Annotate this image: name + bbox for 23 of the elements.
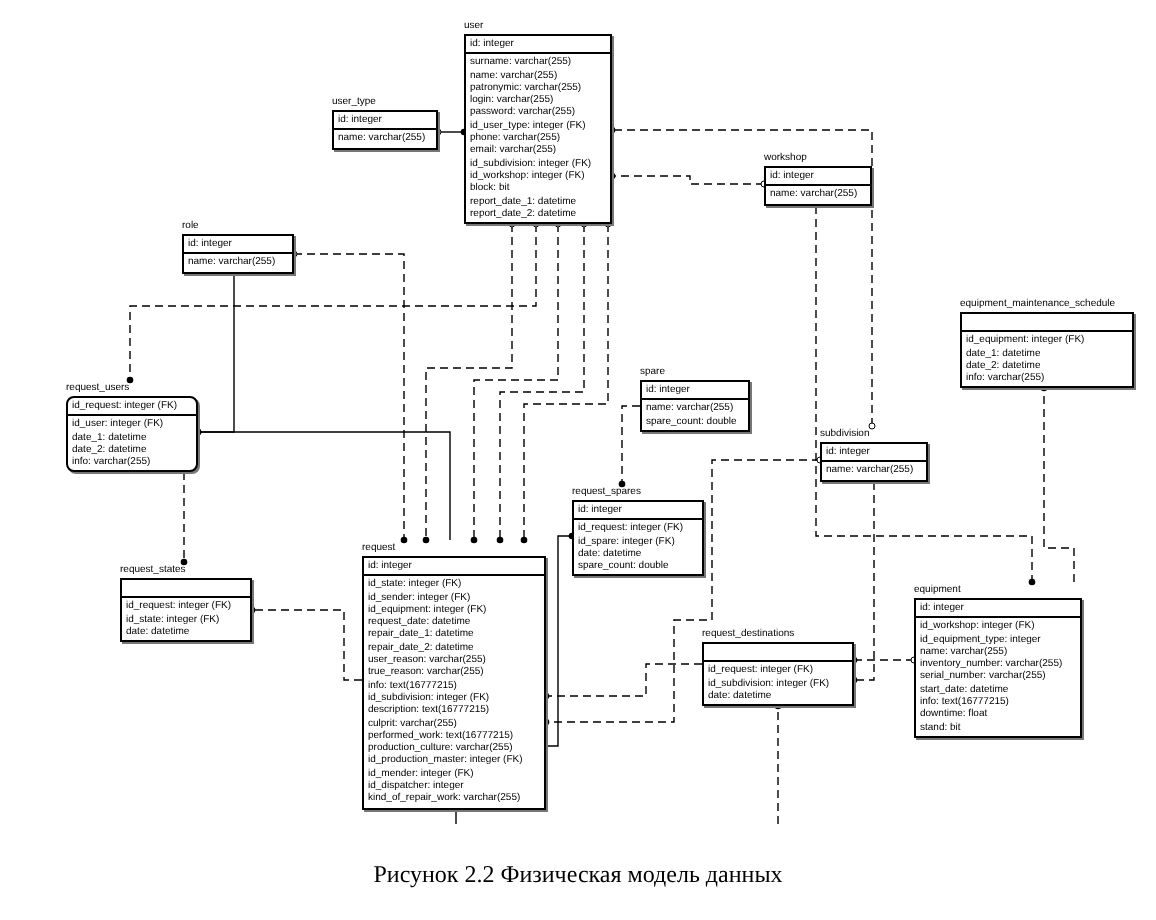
relationship-line	[422, 220, 516, 544]
relationship-line	[248, 606, 363, 681]
relationship-line	[815, 205, 1036, 586]
relationship-line	[545, 532, 576, 747]
relationship-line	[194, 273, 235, 436]
relationship-line	[520, 220, 612, 544]
relationship-line	[470, 220, 562, 544]
relationship-line	[608, 172, 768, 188]
relationship-line	[290, 250, 408, 544]
relationship-line	[850, 481, 875, 684]
relationship-line	[1040, 384, 1075, 583]
relationship-line	[618, 405, 641, 488]
relationship-line	[608, 126, 876, 430]
relationship-line	[774, 702, 782, 825]
relationship-line	[542, 663, 703, 700]
relationship-line	[455, 809, 457, 825]
relationship-line	[850, 656, 918, 664]
relationship-line	[496, 220, 588, 544]
relationship-line	[126, 220, 540, 384]
relationship-line	[180, 471, 188, 566]
figure-caption: Рисунок 2.2 Физическая модель данных	[373, 860, 783, 888]
relationship-line	[434, 128, 468, 136]
relationship-line	[542, 456, 824, 726]
